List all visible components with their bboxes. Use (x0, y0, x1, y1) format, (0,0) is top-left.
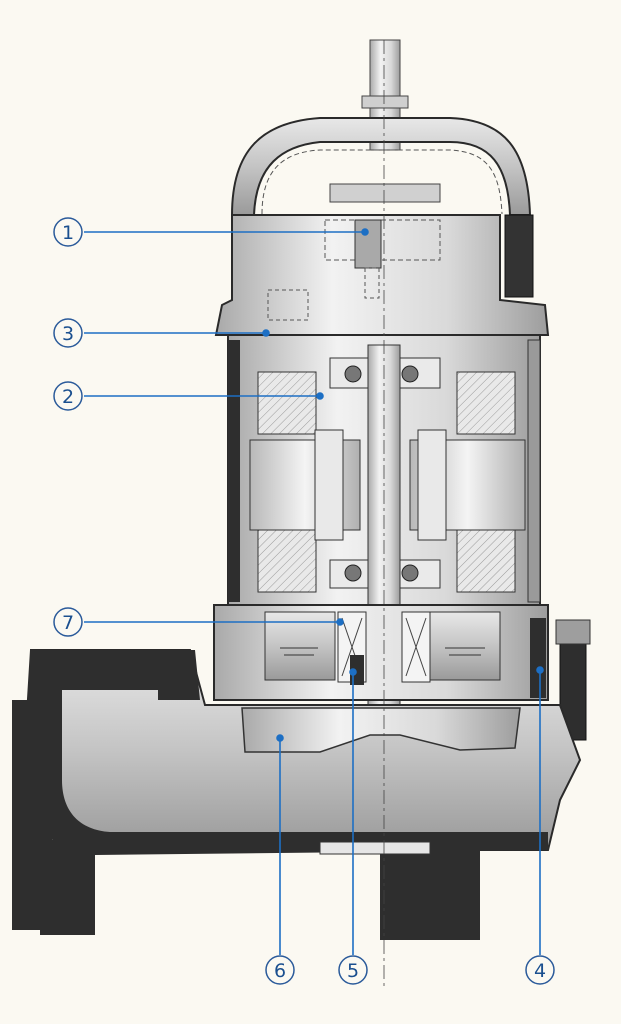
callout-1: 1 (53, 217, 83, 247)
stator-lower-left (257, 529, 317, 593)
gasket (530, 618, 546, 698)
callout-2-label: 2 (62, 386, 74, 408)
callout-6: 6 (265, 955, 295, 985)
callout-4-label: 4 (534, 960, 546, 982)
callout-3: 3 (53, 318, 83, 348)
callout-1-label: 1 (62, 222, 74, 244)
impeller (241, 707, 521, 753)
callout-4: 4 (525, 955, 555, 985)
power-cable (504, 214, 534, 298)
oil-chamber-right (429, 611, 501, 681)
stator-upper-right (456, 371, 516, 435)
motor-cover (214, 214, 550, 336)
stator-lower-right (456, 529, 516, 593)
callout-7-label: 7 (62, 612, 74, 634)
callout-5: 5 (338, 955, 368, 985)
callout-6-label: 6 (274, 960, 286, 982)
leader-lines (84, 228, 544, 955)
suction-inlet (380, 850, 480, 940)
oil-chamber-left (264, 611, 336, 681)
callout-2: 2 (53, 381, 83, 411)
callout-5-label: 5 (347, 960, 359, 982)
callout-3-label: 3 (62, 323, 74, 345)
base-left (40, 840, 95, 935)
stator-upper-left (257, 371, 317, 435)
callout-7: 7 (53, 607, 83, 637)
discharge-elbow (22, 650, 548, 855)
